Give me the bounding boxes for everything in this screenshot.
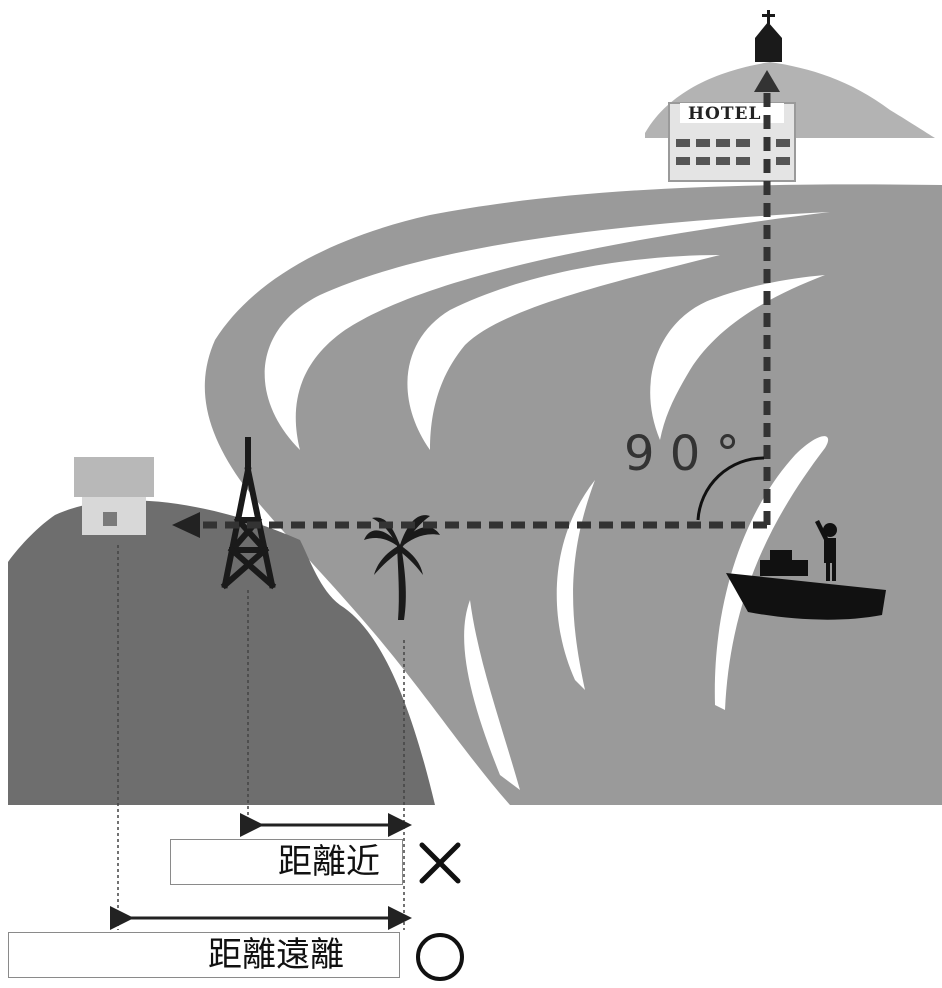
hotel-icon: HOTEL	[668, 102, 796, 182]
near-distance-label: 距離近	[170, 839, 403, 885]
hotel-sign: HOTEL	[688, 104, 761, 124]
wave-streaks	[264, 212, 830, 790]
cross-mark-icon	[419, 842, 461, 884]
far-distance-label: 距離遠離	[8, 932, 400, 978]
arrow-up-icon	[754, 70, 780, 92]
circle-mark-icon	[416, 933, 464, 981]
boat-icon	[726, 550, 886, 620]
person-icon	[815, 520, 837, 581]
angle-label: 9 0 °	[624, 426, 740, 482]
tower-icon	[220, 437, 277, 590]
church-icon	[755, 10, 782, 62]
measure-guides	[117, 545, 405, 930]
house-icon	[74, 457, 154, 535]
arrow-left-icon	[172, 512, 200, 538]
cliff	[8, 500, 435, 805]
sea	[204, 184, 942, 806]
angle-arc	[696, 456, 765, 521]
